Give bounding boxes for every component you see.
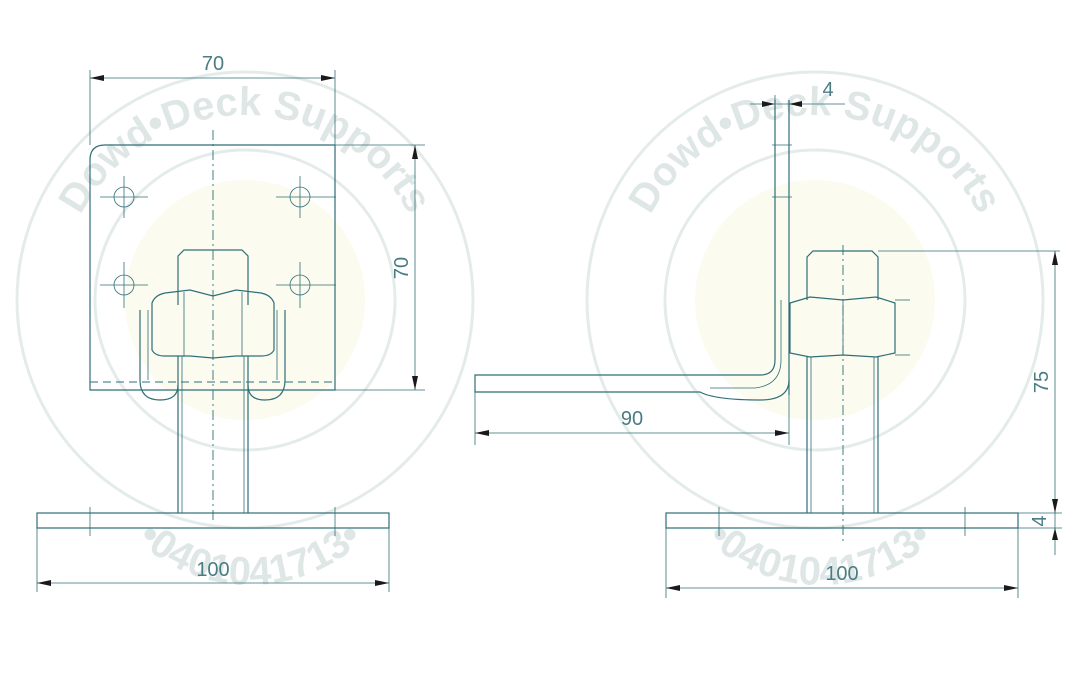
- dim-base-width-front: 100: [196, 559, 229, 581]
- watermark-left: Dowd•Deck Supports •0401041713•: [15, 70, 475, 594]
- dim-arm-length: 90: [621, 408, 643, 430]
- svg-text:•0401041713•: •0401041713•: [130, 513, 369, 594]
- svg-text:•0401041713•: •0401041713•: [700, 513, 939, 594]
- dim-base-width-side: 100: [825, 563, 858, 585]
- dim-plate-width: 70: [202, 53, 224, 75]
- dim-base-thickness: 4: [1029, 515, 1051, 526]
- dim-stud-height: 75: [1031, 371, 1053, 393]
- side-view: 4 90 75 4 100: [474, 79, 1062, 598]
- dim-plate-height: 70: [391, 257, 413, 279]
- watermark-right: Dowd•Deck Supports •0401041713•: [585, 70, 1045, 594]
- mounting-holes: [100, 176, 336, 308]
- front-view: 70 70 100: [36, 53, 425, 592]
- dim-plate-thickness: 4: [822, 79, 833, 101]
